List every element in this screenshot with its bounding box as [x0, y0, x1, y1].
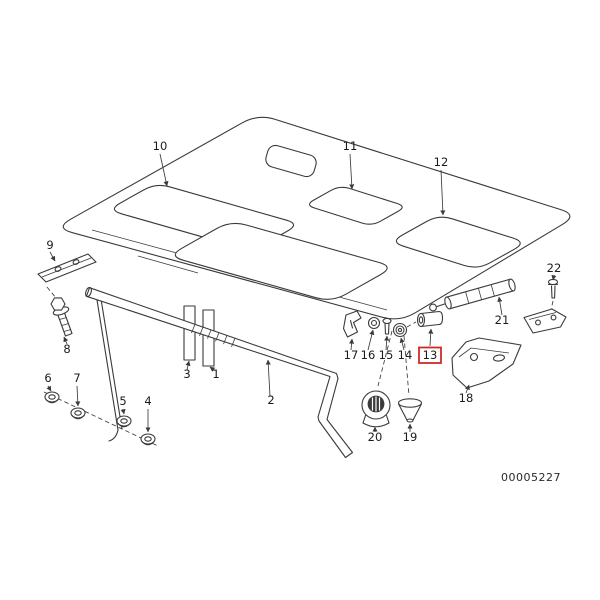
insulation-pad-center: [174, 222, 388, 300]
insulation-pad-top-small: [265, 144, 317, 178]
part-14-grommet: [392, 322, 408, 338]
callout-21[interactable]: 21: [495, 313, 510, 327]
part-2-support-bar: [85, 286, 354, 459]
part-13-bushing: [416, 310, 444, 328]
leader-lines: [46, 153, 557, 433]
part-15-screw: [382, 317, 392, 335]
part-19-cone-plug: [397, 398, 423, 423]
hood-front-flange-line: [137, 255, 199, 274]
callout-4[interactable]: 4: [144, 394, 151, 408]
callout-13[interactable]: 13: [423, 348, 438, 362]
assembly-lines-right: [377, 300, 554, 397]
callout-10[interactable]: 10: [153, 139, 168, 153]
part-18-bracket: [451, 337, 522, 389]
part-6-grommet: [44, 391, 60, 404]
callout-19[interactable]: 19: [403, 430, 418, 444]
callout-15[interactable]: 15: [379, 348, 394, 362]
part-4-grommet: [140, 433, 156, 446]
callout-18[interactable]: 18: [459, 391, 474, 405]
part-20-buffer: [361, 390, 391, 428]
hood-outline: [62, 116, 571, 320]
part-22-screw: [547, 278, 559, 299]
insulation-pad-right: [395, 216, 521, 268]
callout-11[interactable]: 11: [343, 139, 358, 153]
callout-9[interactable]: 9: [46, 238, 53, 252]
support-bar-body: [85, 287, 354, 459]
callout-6[interactable]: 6: [44, 371, 51, 385]
part-7-grommet: [70, 407, 86, 420]
callout-3[interactable]: 3: [183, 367, 190, 381]
callout-8[interactable]: 8: [63, 342, 70, 356]
part-16-washer: [367, 316, 381, 330]
assembly-lines-left: [43, 286, 159, 447]
callout-5[interactable]: 5: [119, 394, 126, 408]
insulation-pad-middle: [309, 186, 403, 225]
prop-rod: [96, 298, 123, 442]
callout-20[interactable]: 20: [368, 430, 383, 444]
callout-17[interactable]: 17: [344, 348, 359, 362]
document-number: 00005227: [501, 471, 561, 484]
part-8-bolt: [50, 297, 73, 337]
insulation-pads: [113, 144, 521, 300]
part-21-gas-strut: [429, 278, 516, 312]
support-bar-end-cap: [85, 286, 92, 298]
part-3-strap: [183, 305, 196, 361]
highlight-box-callout-13: [418, 346, 442, 364]
callout-1[interactable]: 1: [212, 367, 219, 381]
callout-labels: 1 2 3 4 5 6 7 8 9 10 11 12 13 14 15 16 1…: [44, 139, 561, 444]
callout-16[interactable]: 16: [361, 348, 376, 362]
callout-14[interactable]: 14: [398, 348, 413, 362]
strut-mount-bracket: [523, 308, 567, 334]
support-bar-knurling: [191, 324, 236, 348]
part-17-clip: [342, 310, 362, 338]
part-9-bracket: [37, 253, 97, 283]
callout-22[interactable]: 22: [547, 261, 562, 275]
callout-2[interactable]: 2: [267, 393, 274, 407]
callout-7[interactable]: 7: [73, 371, 80, 385]
part-5-grommet: [116, 415, 132, 428]
callout-12[interactable]: 12: [434, 155, 449, 169]
